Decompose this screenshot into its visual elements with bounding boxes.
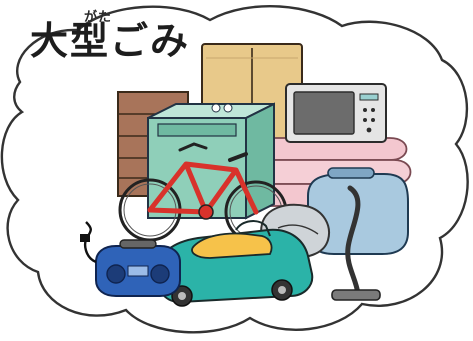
title-ruby: がた xyxy=(84,10,113,25)
title-block: がた 大型ごみ xyxy=(30,4,230,76)
vacuum-cleaner-icon xyxy=(307,167,409,301)
microwave-icon xyxy=(285,83,387,143)
page-title: 大型ごみ xyxy=(30,19,191,63)
radio-cassette-icon xyxy=(80,221,181,297)
